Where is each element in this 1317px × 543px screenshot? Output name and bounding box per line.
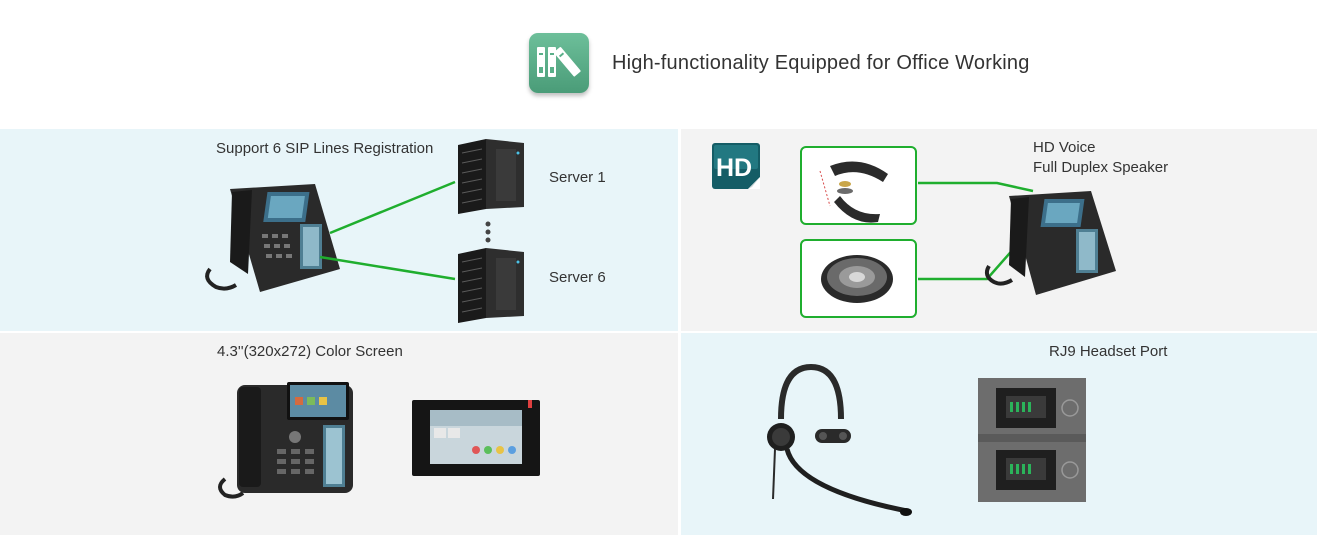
- server-1-icon: [458, 139, 524, 214]
- ip-phone-front-image: [218, 382, 353, 499]
- sip-lines-panel: Support 6 SIP Lines Registration: [0, 129, 678, 331]
- headset-port-panel: RJ9 Headset Port: [681, 333, 1317, 535]
- ip-phone-image: [984, 191, 1116, 295]
- header: High-functionality Equipped for Office W…: [0, 0, 1317, 128]
- ip-phone-image: [205, 184, 340, 292]
- color-screen-image: [412, 400, 540, 476]
- speaker-box: [800, 239, 917, 318]
- full-duplex-title: Full Duplex Speaker: [1033, 159, 1169, 176]
- binders-icon: [529, 33, 589, 93]
- sip-connection-lines: [319, 180, 491, 281]
- hd-voice-panel: HD HD Voice Full Duplex Speaker: [681, 129, 1317, 331]
- sip-lines-title: Support 6 SIP Lines Registration: [216, 140, 434, 157]
- server-1-label: Server 1: [549, 169, 606, 186]
- server-6-label: Server 6: [549, 269, 606, 286]
- hd-badge-icon: HD: [712, 143, 760, 189]
- receiver-box: [800, 146, 917, 225]
- color-screen-title: 4.3''(320x272) Color Screen: [217, 343, 403, 360]
- color-screen-panel: 4.3''(320x272) Color Screen: [0, 333, 678, 535]
- server-6-icon: [458, 248, 524, 323]
- hd-badge-text: HD: [716, 154, 752, 182]
- hd-voice-title: HD Voice: [1033, 139, 1096, 156]
- rj9-port-image: [978, 378, 1086, 502]
- headset-image: [767, 363, 912, 516]
- headset-port-title: RJ9 Headset Port: [1049, 343, 1168, 360]
- page-title: High-functionality Equipped for Office W…: [612, 52, 1030, 74]
